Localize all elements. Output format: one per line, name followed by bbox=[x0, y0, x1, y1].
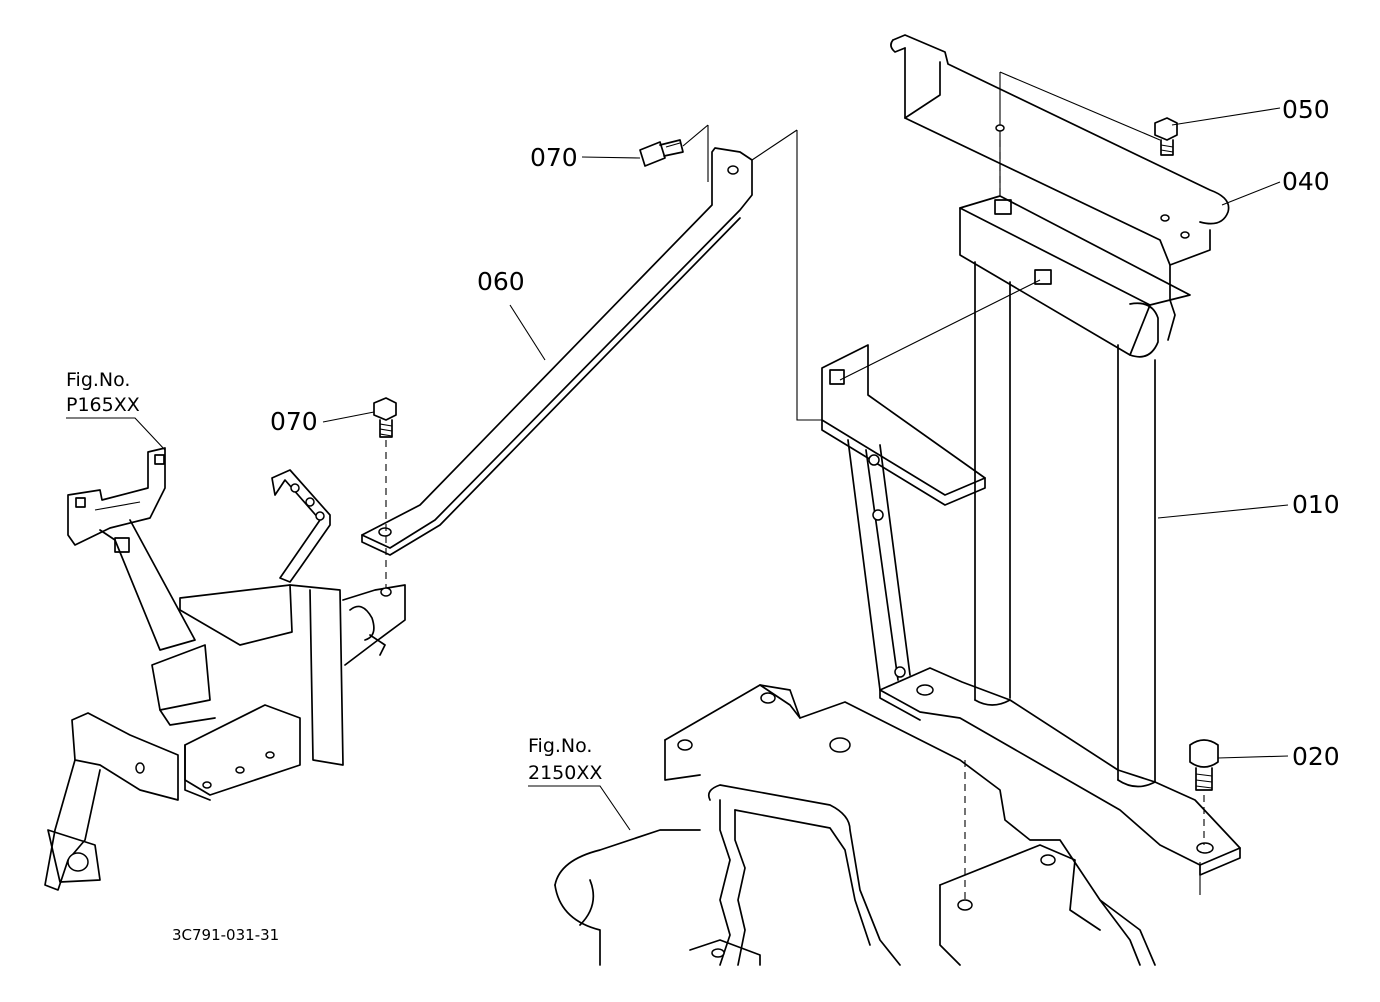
callout-040: 040 bbox=[1282, 167, 1330, 196]
tray-bracket bbox=[796, 130, 1041, 691]
housing-2150 bbox=[554, 684, 1156, 966]
left-assembly bbox=[44, 447, 406, 891]
stay-060 bbox=[361, 125, 798, 556]
drawing-code: 3C791-031-31 bbox=[172, 926, 279, 944]
bolt-020 bbox=[1189, 739, 1219, 845]
bar-040 bbox=[890, 34, 1230, 301]
leader-lines bbox=[66, 107, 1289, 831]
bolt-070-top bbox=[639, 124, 709, 167]
callout-010: 010 bbox=[1292, 490, 1340, 519]
callout-050: 050 bbox=[1282, 95, 1330, 124]
bolt-070-mid bbox=[373, 397, 397, 590]
frame-010 bbox=[879, 71, 1241, 895]
figure-ref-2150-number: 2150XX bbox=[528, 762, 602, 784]
callout-020: 020 bbox=[1292, 742, 1340, 771]
callout-070-mid: 070 bbox=[270, 407, 318, 436]
figure-ref-p165-label: Fig.No. bbox=[66, 369, 130, 391]
callout-070-top: 070 bbox=[530, 143, 578, 172]
callout-060: 060 bbox=[477, 267, 525, 296]
bolt-050 bbox=[1154, 117, 1178, 156]
figure-ref-p165-number: P165XX bbox=[66, 394, 140, 416]
figure-ref-2150-label: Fig.No. bbox=[528, 735, 592, 757]
